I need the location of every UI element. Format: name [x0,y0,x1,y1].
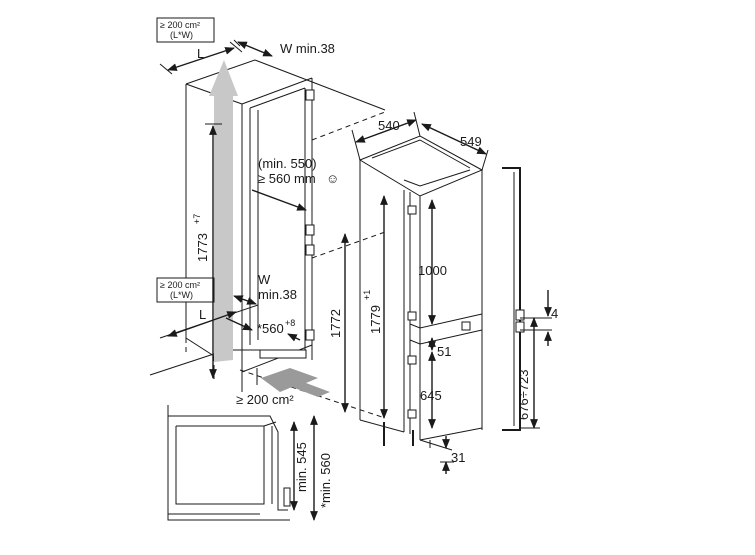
W-top-label: W min.38 [280,41,335,56]
g4-label: 4 [551,306,558,321]
bottom-vent-label: ≥ 200 cm² [236,392,294,407]
smile-icon: ☺ [326,171,339,186]
w540-label: 540 [378,118,400,133]
dim-31: 31 [419,436,465,474]
vent-mid-line2: (L*W) [170,290,193,300]
min560-label: *min. 560 [318,453,333,508]
vent-top-line2: (L*W) [170,30,193,40]
door-profile [502,167,552,431]
dim-min560: *min. 560 [310,415,333,521]
h1772-label: 1772 [328,309,343,338]
vent-mid-line1: ≥ 200 cm² [160,280,200,290]
L-mid-label: L [199,307,206,322]
dim-W-mid: W min.38 [233,272,297,305]
h1000-label: 1000 [418,263,447,278]
dim-min545: min. 545 [290,421,309,511]
dim-depth-560: (min. 550) ≥ 560 mm ☺ [251,156,339,211]
min550-label: (min. 550) [258,156,317,171]
dim-645: 645 [420,351,442,429]
h1779-tol: +1 [362,290,372,300]
g31-label: 31 [451,450,465,465]
vent-top-line1: ≥ 200 cm² [160,20,200,30]
h1779-label: 1779 [368,305,383,334]
dim-1779: 1779 +1 [362,195,388,419]
dim-51: 51 [428,337,451,359]
niche-cabinet [149,59,386,419]
min545-label: min. 545 [294,442,309,492]
side-section [167,405,291,521]
ge560-label: ≥ 560 mm [258,171,316,186]
niche-height-tol: +7 [192,214,202,224]
vent-mid-box: ≥ 200 cm² (L*W) [156,277,215,303]
dim-door-range: 676÷723 [516,317,538,429]
dim-549: 549 [421,123,489,171]
vent-top-box: ≥ 200 cm² (L*W) [156,17,215,43]
dim-1772: 1772 [328,233,349,413]
W-mid-label: W [258,272,271,287]
fridge-unit [358,135,484,448]
dim-1773: 1773 +7 [192,123,222,379]
d549-label: 549 [460,134,482,149]
dim-540: 540 [351,111,421,161]
dim-L-mid: L [167,307,237,337]
dim-4: 4 [544,290,558,346]
niche-height-label: 1773 [195,233,210,262]
W-mid-min-label: min.38 [258,287,297,302]
L-top-label: L [197,46,204,61]
door-range-label: 676÷723 [516,369,531,420]
niche-depth-label: *560 [257,321,284,336]
dim-niche-depth: *560 +8 [225,317,301,342]
dim-1000: 1000 [418,199,447,325]
dim-bottom-vent: ≥ 200 cm² [236,392,294,407]
g51-label: 51 [437,344,451,359]
h645-label: 645 [420,388,442,403]
dim-W-top: W min.38 [233,39,335,57]
niche-depth-tol: +8 [285,318,295,328]
